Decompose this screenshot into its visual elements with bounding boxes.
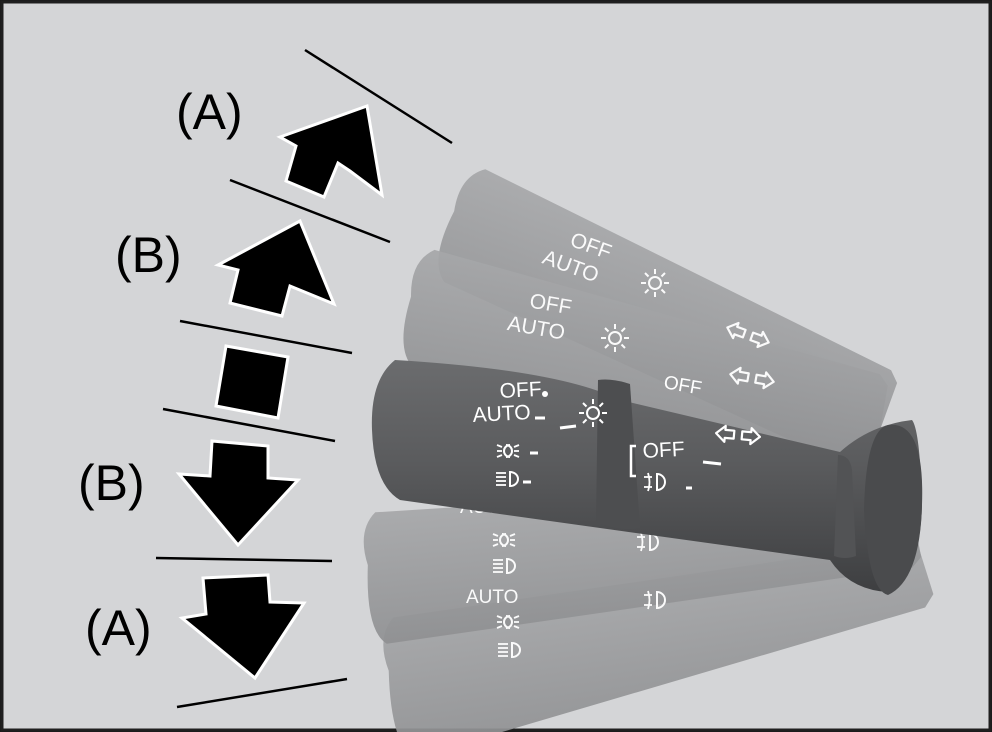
- arrow-down-a-icon: [178, 573, 307, 681]
- neutral-square-icon: [214, 344, 290, 420]
- fog-off-label: OFF: [642, 438, 685, 463]
- label-upper-a: (A): [176, 84, 243, 140]
- svg-text:AUTO: AUTO: [466, 587, 518, 608]
- light-off-label: OFF: [499, 378, 542, 403]
- arrow-up-a-icon: [276, 103, 385, 199]
- lever-position-b-up: [403, 249, 888, 474]
- label-lower-b: (B): [78, 455, 145, 511]
- light-auto-label: AUTO: [472, 401, 531, 427]
- arrow-up-b-icon: [213, 218, 337, 318]
- arrow-down-b-icon: [175, 439, 302, 548]
- light-switch-markings: OFF AUTO OFF OFF: [472, 372, 762, 492]
- lever-neutral: [371, 360, 923, 595]
- label-upper-b: (B): [115, 227, 182, 283]
- lever-position-a-down: [383, 536, 934, 732]
- position-lines: [155, 48, 453, 709]
- label-lower-a: (A): [85, 600, 152, 656]
